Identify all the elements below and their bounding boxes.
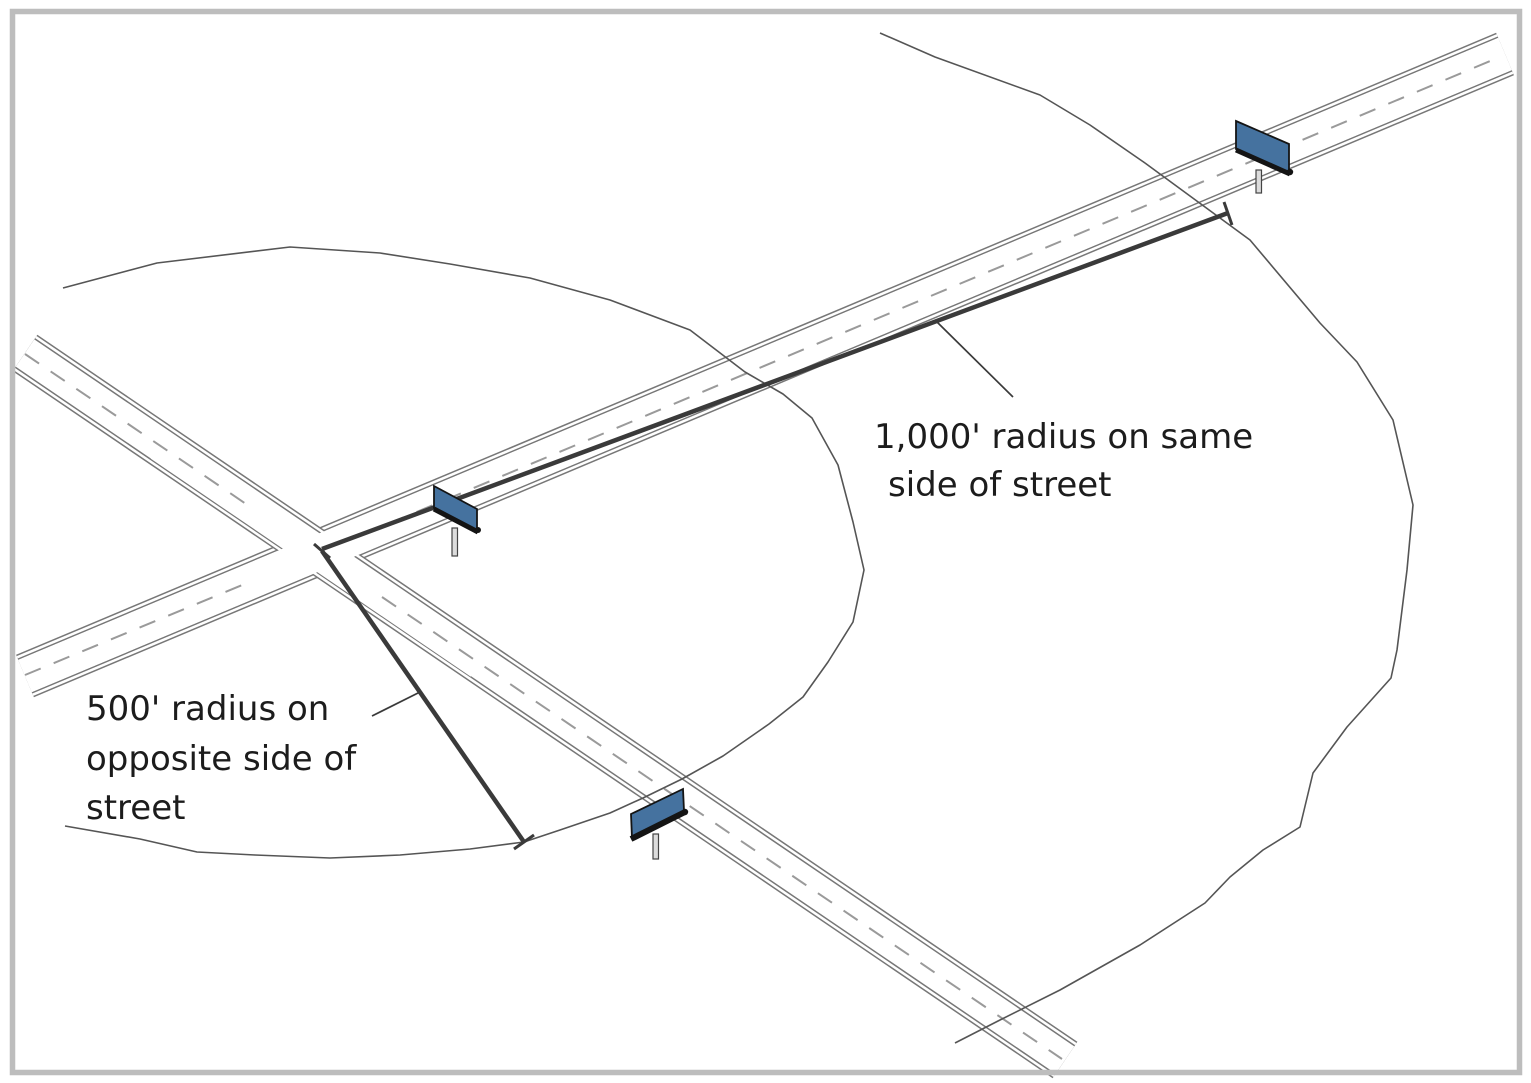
billboard-sign-existing	[432, 484, 481, 557]
road-centerline-dashes	[24, 55, 1503, 1060]
label-1000-radius-line2: side of street	[888, 465, 1112, 505]
leader-line-500	[371, 691, 421, 717]
radius-circle-500	[62, 246, 865, 859]
tick-intersection	[313, 542, 331, 560]
label-1000-radius-line1: 1,000' radius on same	[874, 417, 1253, 457]
sign-post-icon	[451, 527, 459, 557]
sign-post-icon	[1255, 169, 1263, 194]
label-500-radius-line3: street	[86, 788, 185, 828]
label-500-radius-line1: 500' radius on	[86, 689, 329, 729]
figure-border-frame	[9, 8, 1523, 1076]
label-500-radius-line2: opposite side of	[86, 739, 357, 779]
billboard-sign-opposite	[629, 787, 689, 860]
sign-post-icon	[652, 833, 660, 860]
measurement-line-1000	[321, 201, 1234, 552]
tick-end-500	[513, 833, 535, 851]
leader-line-1000	[936, 321, 1014, 398]
measurement-line-500	[320, 549, 535, 851]
tick-end-1000	[1222, 201, 1234, 226]
radius-circle-1000	[879, 32, 1414, 1044]
billboard-sign-far	[1234, 119, 1294, 194]
